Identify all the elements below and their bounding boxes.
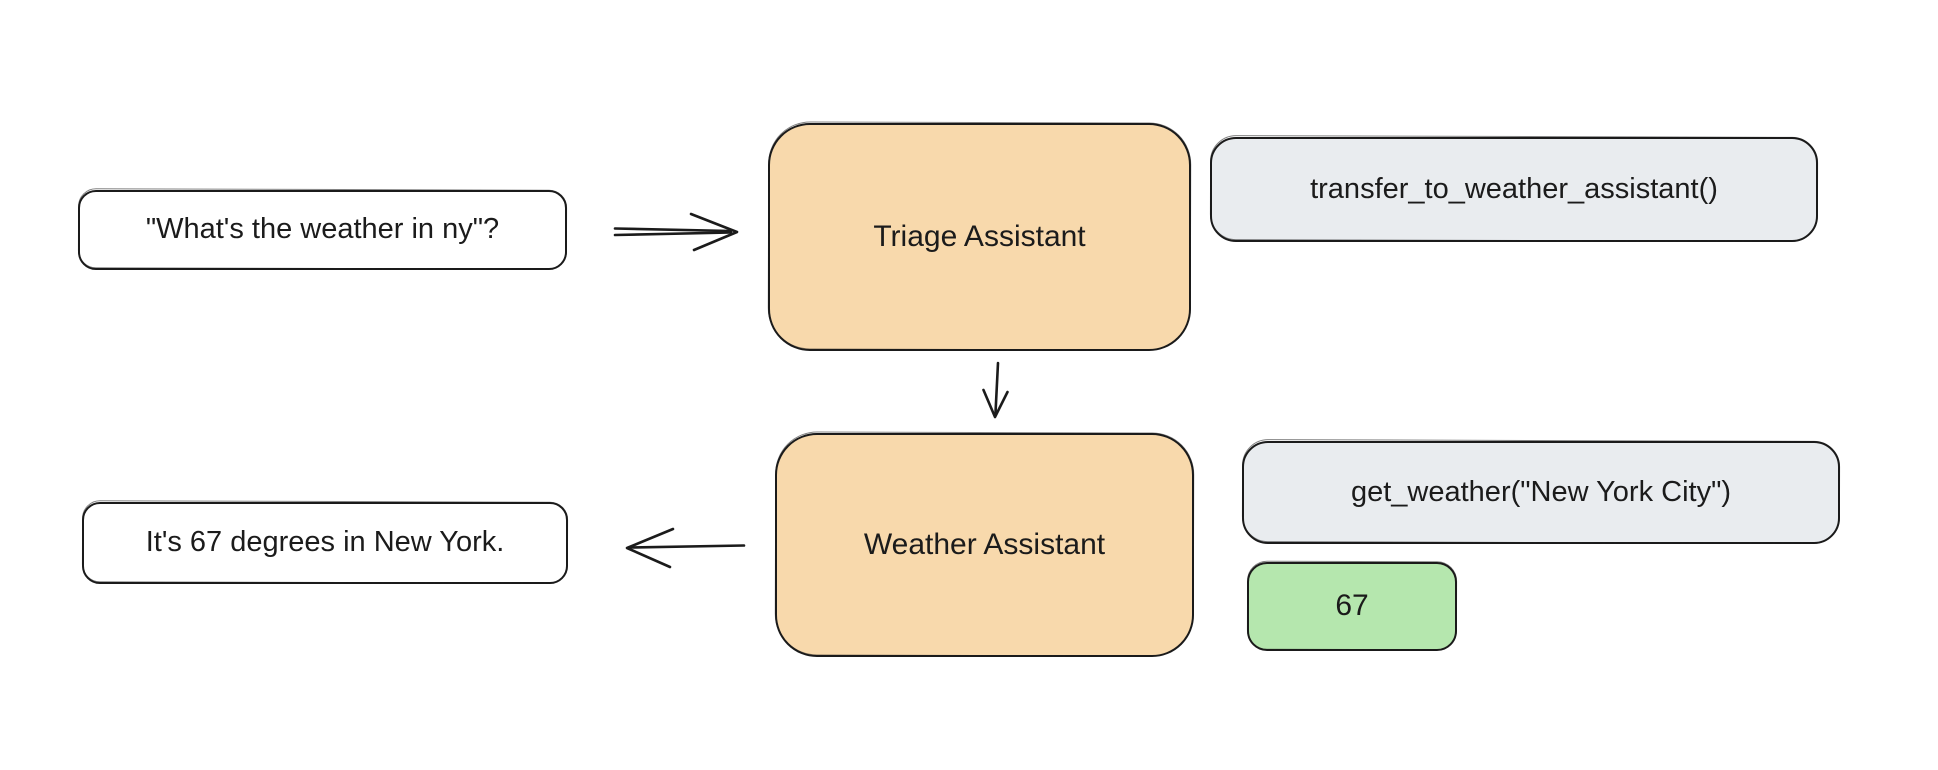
get-weather-tool-call-box: get_weather("New York City") [1242, 441, 1840, 544]
tool-result-text: 67 [1335, 589, 1369, 623]
get-weather-tool-call-text: get_weather("New York City") [1350, 475, 1732, 508]
weather-assistant-node: Weather Assistant [775, 433, 1194, 657]
weather-assistant-label: Weather Assistant [863, 527, 1106, 561]
user-query-text: "What's the weather in ny"? [145, 213, 500, 246]
triage-assistant-node: Triage Assistant [768, 123, 1191, 351]
transfer-tool-call-box: transfer_to_weather_assistant() [1210, 137, 1818, 242]
final-response-box: It's 67 degrees in New York. [82, 502, 568, 584]
final-response-text: It's 67 degrees in New York. [145, 526, 505, 559]
transfer-tool-call-text: transfer_to_weather_assistant() [1310, 172, 1718, 205]
tool-result-box: 67 [1247, 562, 1457, 651]
arrow-user-to-triage [613, 212, 739, 252]
triage-assistant-label: Triage Assistant [873, 219, 1086, 253]
arrow-weather-to-response [625, 527, 746, 569]
user-query-box: "What's the weather in ny"? [78, 190, 567, 270]
arrow-triage-to-weather [982, 361, 1009, 419]
